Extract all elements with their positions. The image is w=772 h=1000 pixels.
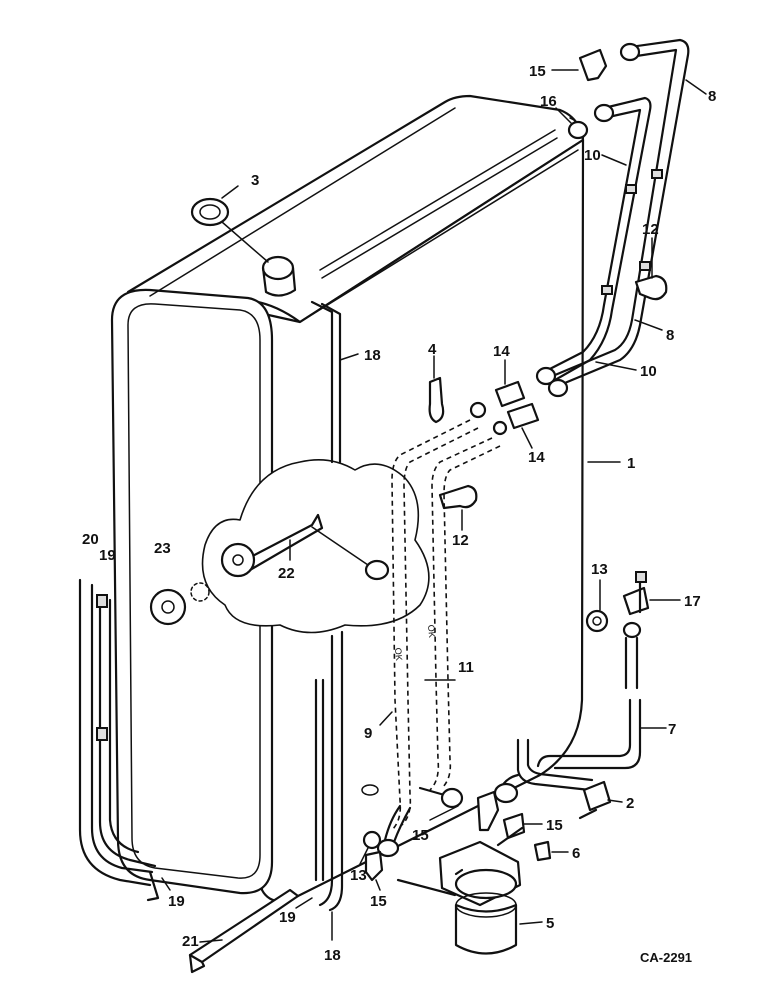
callout-17: 17 xyxy=(684,593,701,610)
internal-fuel-lines: OK OK xyxy=(391,419,501,831)
callout-12: 12 xyxy=(642,221,659,238)
fuel-filter xyxy=(396,826,524,955)
callout-15: 15 xyxy=(529,63,546,80)
callout-20: 20 xyxy=(82,531,99,548)
callout-22: 22 xyxy=(278,565,295,582)
filler-neck xyxy=(190,197,297,297)
callout-16: 16 xyxy=(540,93,557,110)
callout-1: 1 xyxy=(627,455,635,472)
drawing-code: CA-2291 xyxy=(640,950,692,965)
callout-5: 5 xyxy=(546,915,554,932)
callout-2: 2 xyxy=(626,795,634,812)
tank-straps xyxy=(78,300,344,974)
callout-13: 13 xyxy=(591,561,608,578)
fuel-lines-lower xyxy=(361,571,650,882)
callout-4: 4 xyxy=(428,341,437,358)
callout-19: 19 xyxy=(168,893,185,910)
callout-14: 14 xyxy=(493,343,510,360)
callout-19: 19 xyxy=(99,547,116,564)
cutaway-view xyxy=(190,459,430,634)
callout-15: 15 xyxy=(412,827,429,844)
callout-23: 23 xyxy=(154,540,171,557)
callout-18: 18 xyxy=(364,347,381,364)
shutoff-valve xyxy=(582,780,612,812)
callout-15: 15 xyxy=(370,893,387,910)
callout-8: 8 xyxy=(708,88,716,105)
callout-11: 11 xyxy=(458,659,474,676)
callout-7: 7 xyxy=(668,721,676,738)
callout-9: 9 xyxy=(364,725,372,742)
svg-text:OK: OK xyxy=(393,647,404,661)
callout-14: 14 xyxy=(528,449,545,466)
callout-19: 19 xyxy=(279,909,296,926)
callout-13: 13 xyxy=(350,867,367,884)
callout-21: 21 xyxy=(182,933,199,950)
callout-18: 18 xyxy=(324,947,341,964)
leader-lines xyxy=(161,69,707,943)
callout-6: 6 xyxy=(572,845,580,862)
callouts: 15 8 16 10 3 12 8 18 4 14 10 14 1 12 20 … xyxy=(82,63,716,964)
elbow-fitting xyxy=(578,48,608,82)
callout-15: 15 xyxy=(546,817,563,834)
svg-text:OK: OK xyxy=(426,624,437,638)
callout-12: 12 xyxy=(452,532,469,549)
filler-cap xyxy=(190,197,230,227)
callout-10: 10 xyxy=(584,147,601,164)
fuel-lines-upper xyxy=(428,38,690,510)
sender-flange xyxy=(149,588,187,626)
fuel-tank xyxy=(110,94,585,903)
callout-10: 10 xyxy=(640,363,657,380)
callout-3: 3 xyxy=(251,172,259,189)
callout-8: 8 xyxy=(666,327,674,344)
